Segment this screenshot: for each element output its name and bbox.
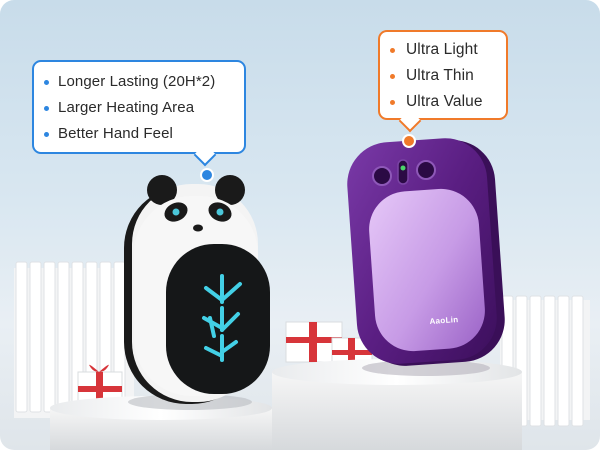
panda-ear-left	[147, 175, 177, 205]
bullet-icon	[390, 74, 395, 79]
bullet-icon	[390, 48, 395, 53]
right-feature-list: Ultra Light Ultra Thin Ultra Value	[390, 37, 496, 115]
bullet-icon	[44, 132, 49, 137]
feature-label: Larger Heating Area	[58, 99, 195, 116]
feature-label: Ultra Thin	[406, 67, 474, 84]
left-feature-list: Longer Lasting (20H*2) Larger Heating Ar…	[44, 69, 234, 147]
feature-label: Ultra Value	[406, 93, 483, 110]
left-feature-callout: Longer Lasting (20H*2) Larger Heating Ar…	[32, 60, 246, 154]
list-item: Ultra Value	[390, 89, 496, 115]
feature-label: Longer Lasting (20H*2)	[58, 73, 216, 90]
feature-label: Better Hand Feel	[58, 125, 173, 142]
purple-glow-panel	[369, 188, 485, 352]
list-item: Longer Lasting (20H*2)	[44, 69, 234, 95]
feature-label: Ultra Light	[406, 41, 478, 58]
right-fence	[500, 295, 590, 427]
list-item: Ultra Thin	[390, 63, 496, 89]
panda-ear-right	[215, 175, 245, 205]
list-item: Better Hand Feel	[44, 121, 234, 147]
purple-hand-warmer	[347, 138, 505, 376]
left-callout-anchor-dot	[200, 168, 214, 182]
bamboo-light-icon	[202, 274, 242, 362]
right-feature-callout: Ultra Light Ultra Thin Ultra Value	[378, 30, 508, 120]
panda-hand-warmer	[124, 175, 270, 410]
bullet-icon	[44, 80, 49, 85]
right-callout-anchor-dot	[402, 134, 416, 148]
list-item: Larger Heating Area	[44, 95, 234, 121]
list-item: Ultra Light	[390, 37, 496, 63]
panda-display-panel	[166, 244, 270, 394]
left-fence	[14, 261, 134, 418]
bullet-icon	[390, 100, 395, 105]
bullet-icon	[44, 106, 49, 111]
